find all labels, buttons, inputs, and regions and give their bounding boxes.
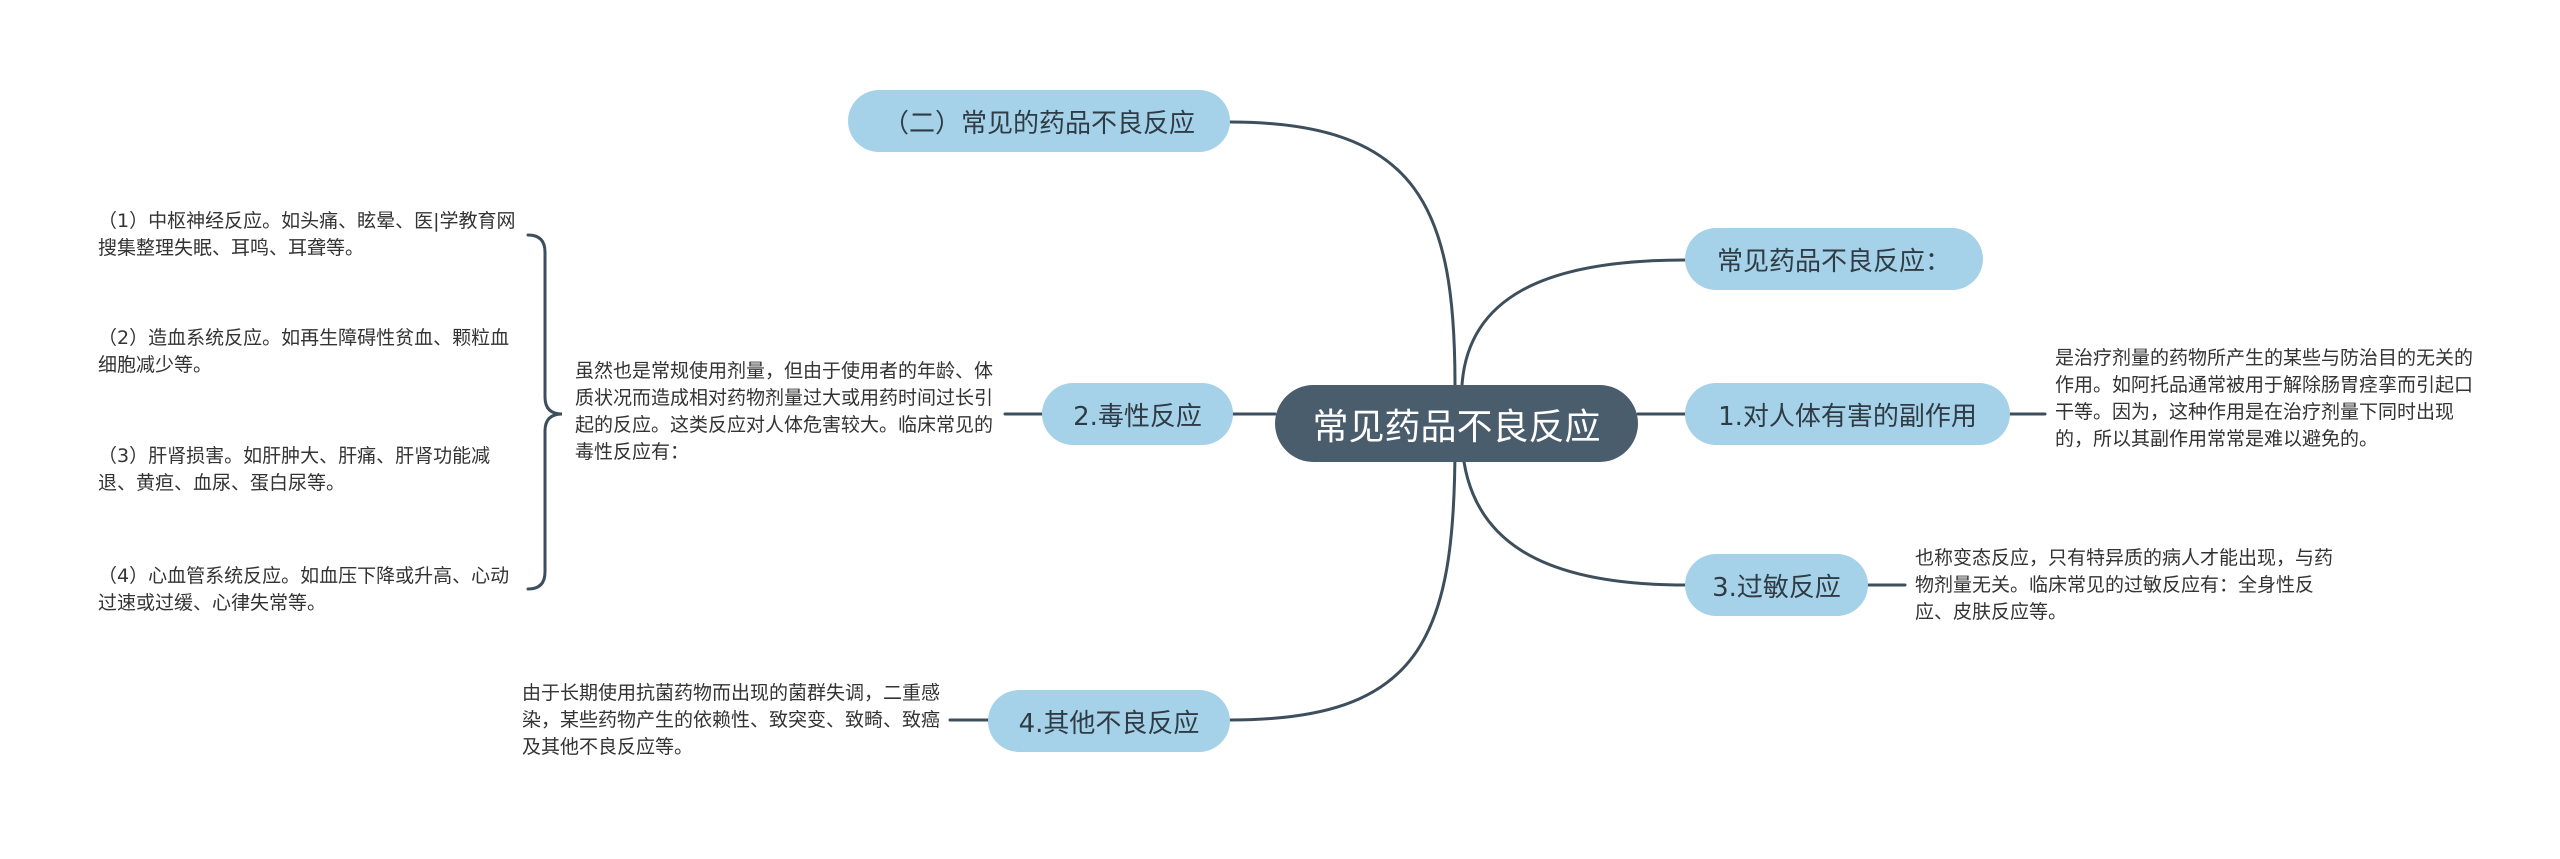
note-other: 由于长期使用抗菌药物而出现的菌群失调，二重感染，某些药物产生的依赖性、致突变、致… (522, 682, 941, 758)
topic-allergy[interactable]: 3.过敏反应 (1685, 554, 1868, 616)
connector-root-common-types (1228, 120, 1457, 387)
connector-root-intro (1460, 258, 1687, 387)
toxic-item-3: （3）肝肾损害。如肝肿大、肝痛、肝肾功能减退、黄疸、血尿、蛋白尿等。 (98, 445, 491, 494)
connector-root-allergy (1460, 442, 1687, 587)
toxic-item-4: （4）心血管系统反应。如血压下降或升高、心动过速或过缓、心律失常等。 (98, 565, 510, 614)
note-allergy: 也称变态反应，只有特异质的病人才能出现，与药物剂量无关。临床常见的过敏反应有：全… (1915, 547, 2334, 623)
topic-common-types[interactable]: （二）常见的药品不良反应 (848, 90, 1230, 152)
root-node[interactable]: 常见药品不良反应 (1275, 385, 1638, 462)
note-side-effect: 是治疗剂量的药物所产生的某些与防治目的无关的作用。如阿托品通常被用于解除肠胃痉挛… (2055, 347, 2474, 450)
toxic-item-2: （2）造血系统反应。如再生障碍性贫血、颗粒血细胞减少等。 (98, 327, 510, 376)
note-toxic: 虽然也是常规使用剂量，但由于使用者的年龄、体质状况而造成相对药物剂量过大或用药时… (575, 360, 994, 463)
topic-other[interactable]: 4.其他不良反应 (988, 690, 1230, 752)
topic-intro[interactable]: 常见药品不良反应： (1685, 228, 1983, 290)
toxic-items-brace (526, 233, 563, 591)
connector-root-other (1228, 442, 1457, 722)
toxic-item-1: （1）中枢神经反应。如头痛、眩晕、医|学教育网搜集整理失眠、耳鸣、耳聋等。 (98, 210, 516, 259)
topic-toxic[interactable]: 2.毒性反应 (1042, 383, 1233, 445)
topic-side-effect[interactable]: 1.对人体有害的副作用 (1685, 383, 2010, 445)
